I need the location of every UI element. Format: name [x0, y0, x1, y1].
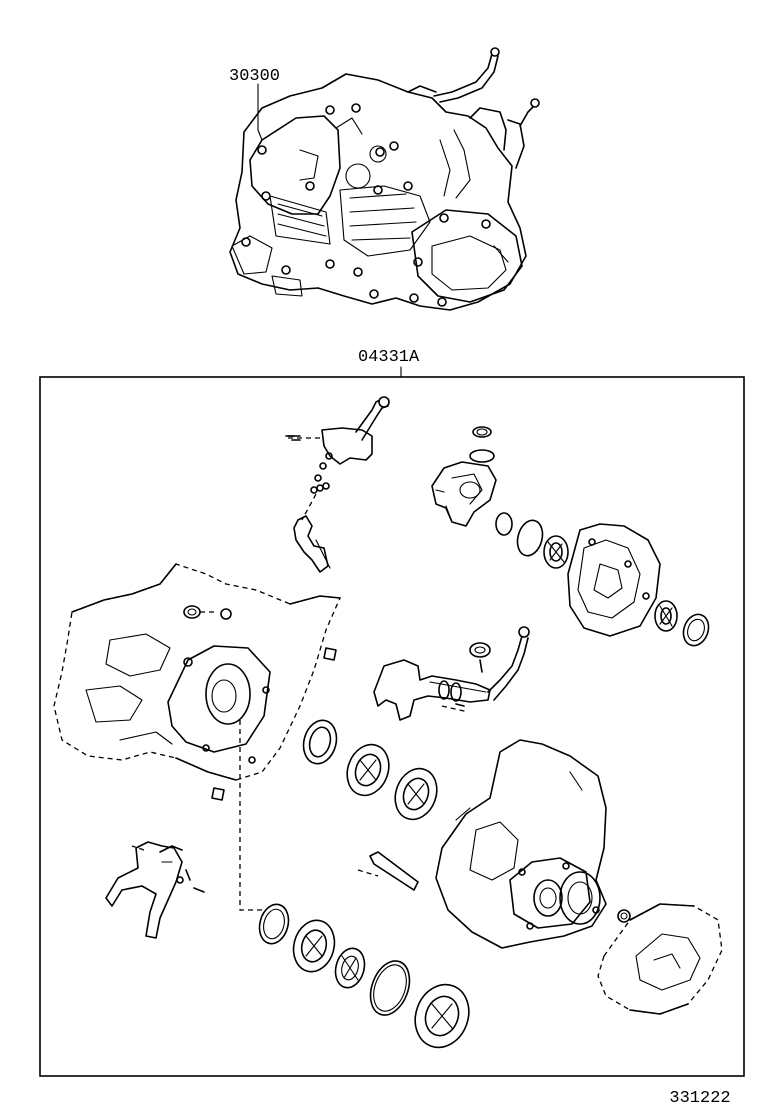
overhaul-kit-frame	[39, 376, 745, 1077]
transaxle-housing	[357, 739, 631, 949]
extension-housing-group	[431, 426, 710, 647]
locating-pins	[285, 435, 465, 707]
rear-cover	[597, 903, 723, 1015]
bearing-set-lower	[258, 903, 470, 1049]
bearing-set-upper	[302, 719, 438, 821]
shift-fork	[105, 841, 205, 939]
transaxle-assembly-illustration	[229, 47, 540, 311]
part-label-04331a: 04331A	[358, 348, 420, 367]
part-label-30300: 30300	[229, 67, 280, 86]
illustration-number: 331222	[669, 1089, 730, 1108]
transmission-case	[53, 563, 341, 911]
shift-lever-shaft	[287, 396, 390, 573]
shift-fork-shaft	[373, 626, 530, 721]
